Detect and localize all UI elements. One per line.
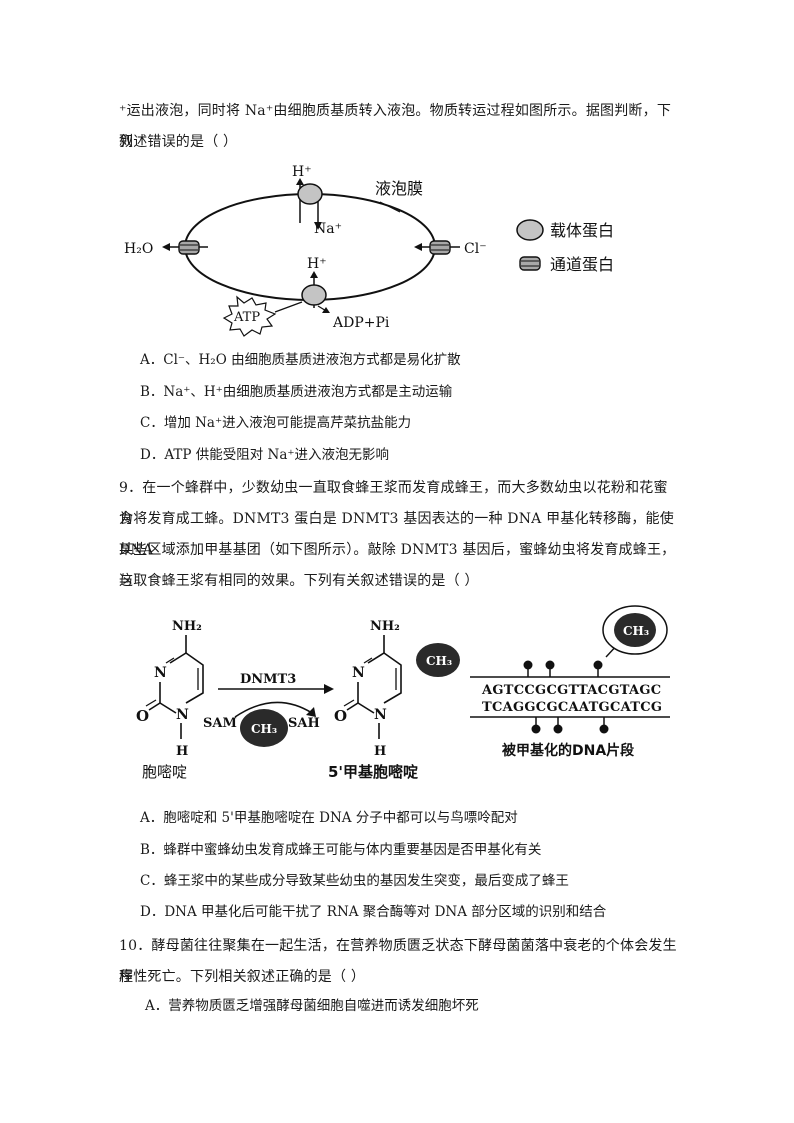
question-10-line2: 序性死亡。下列相关叙述正确的是（ ） [119,969,366,985]
q9-option-b[interactable]: B．蜂群中蜜蜂幼虫发育成蜂王可能与体内重要基因是否甲基化有关 [140,842,542,858]
n-bottom-right: N [374,707,387,723]
ch3-free: CH₃ [426,654,452,668]
q9-option-d[interactable]: D．DNA 甲基化后可能干扰了 RNA 聚合酶等对 DNA 部分区域的识别和结合 [140,904,607,920]
q8-option-c[interactable]: C．增加 Na⁺进入液泡可能提高芹菜抗盐能力 [140,415,412,431]
enzyme-label: DNMT3 [240,672,296,687]
question-9-line4: 与取食蜂王浆有相同的效果。下列有关叙述错误的是（ ） [119,573,479,589]
methyl-group-sam [240,709,288,747]
dna-fragment-caption: 被甲基化的DNA片段 [502,742,634,759]
sah-label: SAH [288,716,320,731]
sam-label: SAM [203,716,237,731]
q8-option-d[interactable]: D．ATP 供能受阻对 Na⁺进入液泡无影响 [140,447,389,463]
dna-strand-top: AGTCCGCGTTACGTAGC [481,683,661,698]
nh2-left: NH₂ [172,619,202,634]
q9-option-a[interactable]: A．胞嘧啶和 5'甲基胞嘧啶在 DNA 分子中都可以与鸟嘌呤配对 [140,810,518,826]
cytosine-label: 胞嘧啶 [142,763,187,781]
adp-label: ADP+Pi [332,315,390,331]
question-9-line2: 食将发育成工蜂。DNMT3 蛋白是 DNMT3 基因表达的一种 DNA 甲基化转… [119,511,674,558]
vacuole-transport-diagram: 液泡膜 H⁺ Na⁺ H₂O Cl⁻ H⁺ ATP [124,164,614,337]
q8-option-b[interactable]: B．Na⁺、H⁺由细胞质基质进液泡方式都是主动运输 [140,384,453,400]
chloride-label: Cl⁻ [464,241,487,257]
dna-methylation-diagram: NH₂ N N O H 胞嘧啶 DNMT3 SAM SAH CH₃ NH₂ N … [136,605,670,781]
atp-label: ATP [233,310,260,325]
membrane-label: 液泡膜 [375,179,423,198]
q8-option-a[interactable]: A．Cl⁻、H₂O 由细胞质基质进液泡方式都是易化扩散 [140,352,461,368]
question-9-line3: 某些区域添加甲基基团（如下图所示）。敲除 DNMT3 基因后，蜜蜂幼虫将发育成蜂… [119,542,676,589]
ch3-sam: CH₃ [251,722,277,736]
h-left: H [176,744,188,759]
legend-channel-icon [519,256,541,271]
h-ion-bottom: H⁺ [307,256,327,272]
question-8-stem-line1: ⁺运出液泡，同时将 Na⁺由细胞质基质转入液泡。物质转运过程如图所示。据图判断，… [119,103,672,150]
n-bottom-left: N [176,707,189,723]
ch3-callout: CH₃ [623,624,649,638]
o-left: O [136,707,149,725]
n-top-left: N [154,665,167,681]
question-8-stem-line2: 叙述错误的是（ ） [119,134,238,150]
nh2-right: NH₂ [370,619,400,634]
q9-option-c[interactable]: C．蜂王浆中的某些成分导致某些幼虫的基因发生突变，最后变成了蜂王 [140,873,569,889]
left-channel-protein [162,240,208,255]
methyl-cytosine-label: 5'甲基胞嘧啶 [328,763,418,781]
right-channel-protein [414,240,460,255]
methyl-group-callout [614,613,656,647]
n-top-right: N [352,665,365,681]
water-label: H₂O [124,241,153,257]
o-right: O [334,707,347,725]
dna-strand-bottom: TCAGGCGCAATGCATCG [482,700,662,715]
question-10-line1: 10．酵母菌往往聚集在一起生活，在营养物质匮乏状态下酵母菌菌落中衰老的个体会发生… [119,938,677,985]
methyl-group-free [416,643,460,677]
q10-option-a[interactable]: A．营养物质匮乏增强酵母菌细胞自噬进而诱发细胞坏死 [145,998,479,1014]
legend-carrier-icon [516,219,544,241]
na-ion: Na⁺ [314,221,342,237]
atp-burst [222,295,277,337]
question-9-line1: 9．在一个蜂群中，少数幼虫一直取食蜂王浆而发育成蜂王，而大多数幼虫以花粉和花蜜为 [119,480,668,527]
bottom-carrier-protein [301,271,330,313]
h-right: H [374,744,386,759]
h-ion-top: H⁺ [292,164,312,180]
legend-channel-label: 通道蛋白 [550,255,614,274]
legend-carrier-label: 载体蛋白 [550,221,614,240]
top-carrier-protein [296,178,323,230]
